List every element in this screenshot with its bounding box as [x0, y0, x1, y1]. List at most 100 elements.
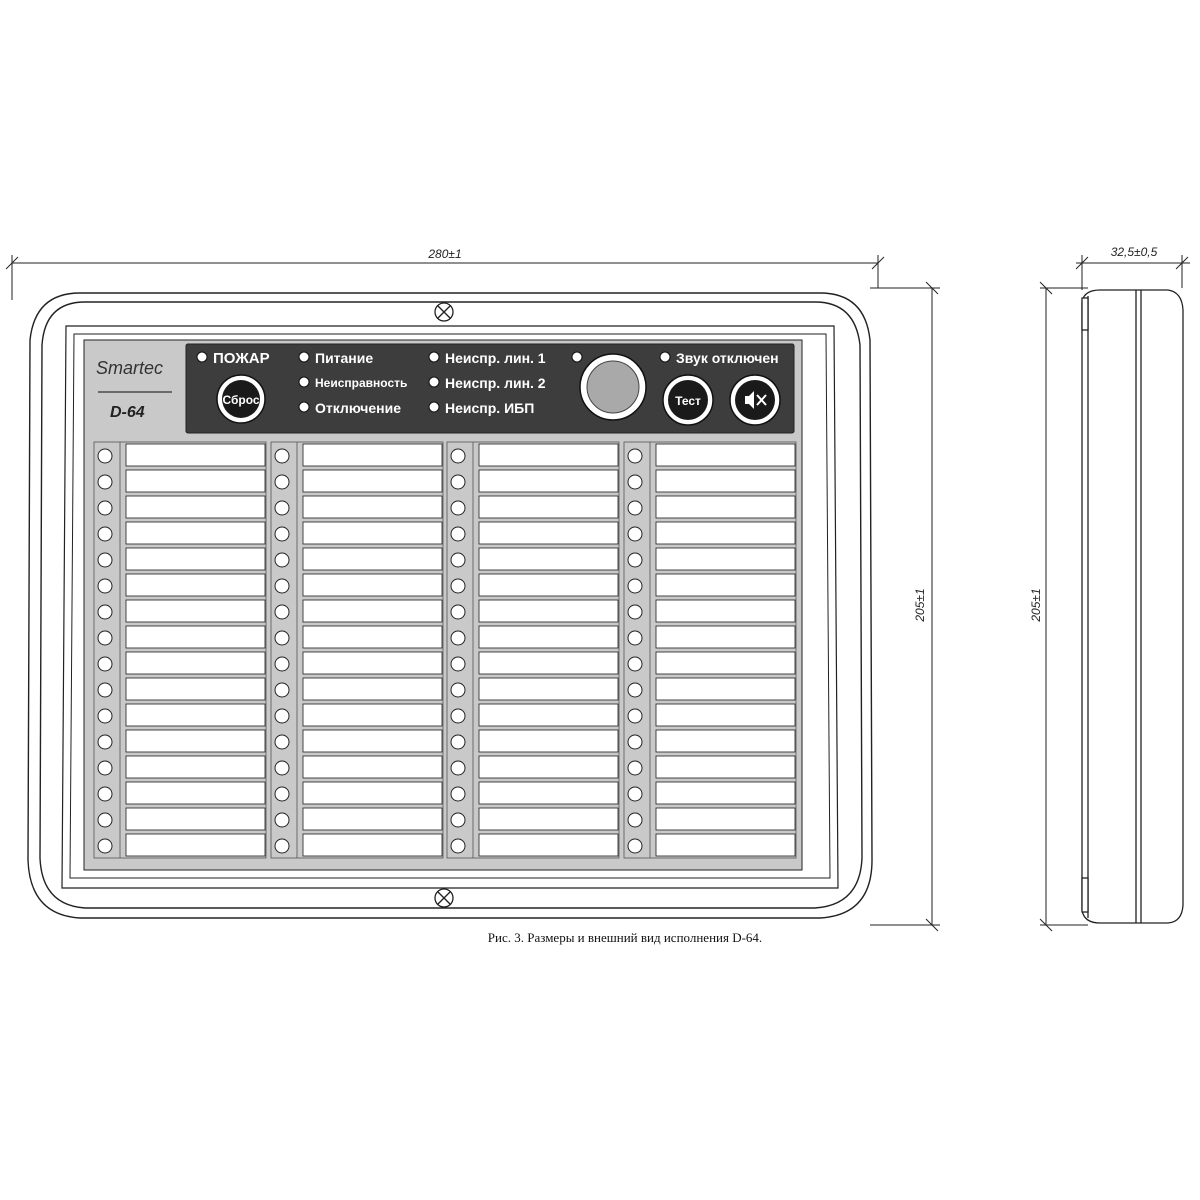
- led-line1: [428, 351, 440, 363]
- zone-led: [627, 630, 643, 646]
- zone-led: [450, 682, 466, 698]
- zone-label-slot: [655, 729, 796, 753]
- figure-caption: Рис. 3. Размеры и внешний вид исполнения…: [487, 930, 763, 945]
- side-view: 32,5±0,5 205±1: [1029, 245, 1190, 932]
- reset-button[interactable]: Сброс: [216, 374, 266, 424]
- zone-label-slot: [478, 573, 619, 597]
- zone-led: [97, 630, 113, 646]
- speaker-mute-icon: [745, 391, 767, 409]
- zone-led: [97, 448, 113, 464]
- zone-label-slot: [302, 677, 443, 701]
- zone-led: [450, 526, 466, 542]
- zone-label-slot: [125, 547, 266, 571]
- indicator-power: Питание: [298, 350, 373, 366]
- zone-led: [274, 630, 290, 646]
- zone-led: [274, 656, 290, 672]
- zone-label-slot: [655, 677, 796, 701]
- reset-button-label: Сброс: [222, 393, 259, 407]
- zone-led: [450, 708, 466, 724]
- zone-label-slot: [478, 443, 619, 467]
- zone-led: [450, 812, 466, 828]
- test-button-label: Тест: [675, 394, 701, 408]
- zone-label-slot: [478, 547, 619, 571]
- zone-label-slot: [478, 755, 619, 779]
- mute-button[interactable]: [729, 374, 781, 426]
- zone-label-slot: [302, 469, 443, 493]
- screw-bottom-icon: [434, 888, 454, 908]
- test-button[interactable]: Тест: [662, 374, 714, 426]
- zone-label-slot: [125, 781, 266, 805]
- zone-column: [623, 441, 797, 859]
- brand-logo: Smartec: [96, 358, 163, 378]
- zone-label-slot: [125, 469, 266, 493]
- led-disabled: [298, 401, 310, 413]
- zone-label-slot: [302, 755, 443, 779]
- zone-label-slot: [478, 625, 619, 649]
- zone-led: [627, 682, 643, 698]
- led-fault: [298, 376, 310, 388]
- zone-led: [450, 552, 466, 568]
- height-dimension-front: [870, 281, 940, 932]
- housing: [27, 292, 873, 919]
- zone-label-slot: [655, 651, 796, 675]
- zone-led: [627, 812, 643, 828]
- zone-label-slot: [125, 703, 266, 727]
- indicator-line2-label: Неиспр. лин. 2: [445, 375, 546, 391]
- depth-dimension: [1075, 255, 1190, 290]
- zone-label-slot: [302, 651, 443, 675]
- zone-label-slot: [655, 833, 796, 857]
- zone-led: [627, 760, 643, 776]
- zone-led: [627, 604, 643, 620]
- zone-led: [97, 812, 113, 828]
- zone-led: [627, 526, 643, 542]
- zone-label-slot: [478, 521, 619, 545]
- zone-label-slot: [302, 443, 443, 467]
- zone-led: [450, 448, 466, 464]
- zone-label-slot: [478, 495, 619, 519]
- led-fire: [196, 351, 208, 363]
- zone-label-slot: [125, 495, 266, 519]
- zone-led: [450, 838, 466, 854]
- indicator-ups-label: Неиспр. ИБП: [445, 400, 534, 416]
- indicator-fault-label: Неисправность: [315, 376, 407, 390]
- model-label: D-64: [110, 404, 145, 421]
- zone-led: [627, 656, 643, 672]
- zone-led: [450, 500, 466, 516]
- zone-label-slot: [125, 677, 266, 701]
- led-sound-off: [659, 351, 671, 363]
- zone-label-slot: [125, 521, 266, 545]
- zone-label-slot: [655, 807, 796, 831]
- zone-label-slot: [302, 703, 443, 727]
- zone-led: [450, 734, 466, 750]
- led-ups: [428, 401, 440, 413]
- led-line2: [428, 376, 440, 388]
- zone-label-slot: [655, 781, 796, 805]
- zone-led: [274, 682, 290, 698]
- front-view: 280±1 205±1: [5, 247, 940, 932]
- zone-led: [274, 812, 290, 828]
- zone-led: [274, 604, 290, 620]
- zone-led: [97, 786, 113, 802]
- zone-led: [97, 474, 113, 490]
- zone-label-slot: [478, 833, 619, 857]
- zone-led: [274, 474, 290, 490]
- zone-label-slot: [478, 677, 619, 701]
- zone-led: [274, 500, 290, 516]
- control-panel: [185, 343, 795, 434]
- zone-led: [627, 474, 643, 490]
- zone-led: [97, 682, 113, 698]
- zone-label-slot: [655, 599, 796, 623]
- zone-led: [97, 500, 113, 516]
- zone-label-slot: [125, 729, 266, 753]
- zone-label-slot: [125, 833, 266, 857]
- zone-label-slot: [655, 703, 796, 727]
- indicator-fire-label: ПОЖАР: [213, 350, 270, 367]
- side-housing: [1081, 289, 1184, 924]
- width-dim-label: 280±1: [427, 247, 461, 261]
- zone-label-slot: [125, 807, 266, 831]
- zone-label-slot: [655, 547, 796, 571]
- zone-led: [97, 734, 113, 750]
- zone-label-slot: [125, 755, 266, 779]
- width-dimension: [5, 255, 885, 300]
